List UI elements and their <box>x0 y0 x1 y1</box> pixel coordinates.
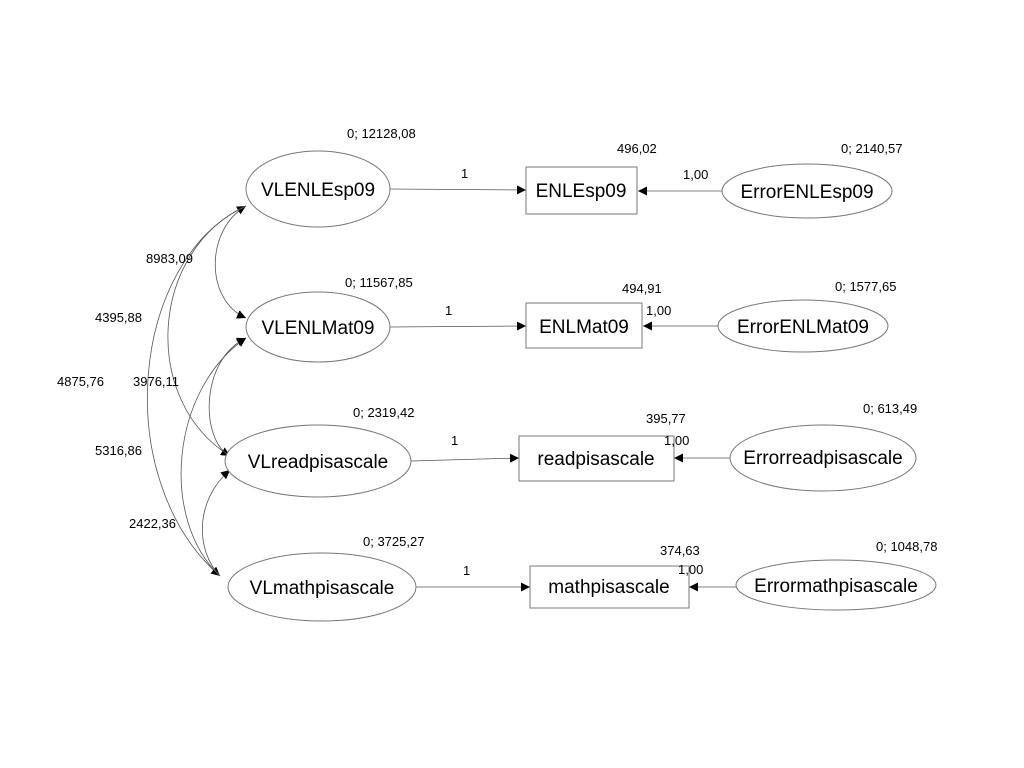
error-variable[interactable]: ErrorENLMat09 <box>717 299 889 353</box>
error-ellipse <box>729 424 917 492</box>
observed-variable[interactable]: ENLEsp09 <box>525 166 638 215</box>
error-name: Errorreadpisascale <box>743 448 902 469</box>
error-ellipse <box>735 559 937 611</box>
loading-paths <box>389 185 530 592</box>
error-weight-label: 1,00 <box>646 303 671 318</box>
covariance-label: 3976,11 <box>133 374 179 389</box>
cov-path-mat-read <box>208 337 247 457</box>
latent-variable[interactable]: VLENLMat09 <box>245 291 391 363</box>
error-variable[interactable]: Errorreadpisascale <box>729 424 917 492</box>
error-ellipse <box>721 163 893 219</box>
observed-name: mathpisascale <box>548 577 669 598</box>
latent-name: VLENLMat09 <box>261 318 374 339</box>
latent-name: VLreadpisascale <box>248 452 388 473</box>
loading-arrow <box>389 185 527 195</box>
error-name: ErrorENLEsp09 <box>740 182 873 203</box>
cov-path-esp-mat <box>215 205 247 319</box>
latent-variance: 0; 11567,85 <box>345 275 413 290</box>
cov-path-esp-math <box>147 205 247 577</box>
covariance-paths <box>147 205 247 577</box>
error-variance: 0; 2140,57 <box>841 141 902 156</box>
observed-name: ENLEsp09 <box>536 181 627 202</box>
error-ellipse <box>717 299 889 353</box>
error-variable[interactable]: ErrorENLEsp09 <box>721 163 893 219</box>
latent-variance: 0; 12128,08 <box>347 126 416 141</box>
error-variance: 0; 1048,78 <box>876 539 937 554</box>
observed-box <box>525 166 638 215</box>
latent-variance: 0; 2319,42 <box>353 405 414 420</box>
loading-label: 1 <box>463 563 470 578</box>
latent-variable[interactable]: VLmathpisascale <box>227 552 417 622</box>
cov-path-mat-math <box>180 337 247 577</box>
observed-box <box>518 435 675 482</box>
observed-name: ENLMat09 <box>539 317 629 338</box>
error-variable[interactable]: Errormathpisascale <box>735 559 937 611</box>
loading-label: 1 <box>445 303 452 318</box>
observed-intercept: 496,02 <box>617 141 657 156</box>
covariance-label: 4875,76 <box>57 374 104 389</box>
observed-box <box>529 565 690 609</box>
observed-variable[interactable]: readpisascale <box>518 435 675 482</box>
observed-box <box>525 302 643 349</box>
loading-label: 1 <box>451 433 458 448</box>
error-weight-label: 1,00 <box>683 167 708 182</box>
latent-ellipse <box>245 291 391 363</box>
loading-arrow <box>410 453 520 463</box>
observed-intercept: 395,77 <box>646 411 686 426</box>
error-weight-label: 1,00 <box>664 433 689 448</box>
observed-variable[interactable]: ENLMat09 <box>525 302 643 349</box>
observed-intercept: 494,91 <box>622 281 662 296</box>
covariance-label: 8983,09 <box>146 251 193 266</box>
covariance-label: 4395,88 <box>95 310 142 325</box>
latent-ellipse <box>245 150 391 228</box>
error-variance: 0; 613,49 <box>863 401 917 416</box>
latent-variable[interactable]: VLreadpisascale <box>224 424 412 498</box>
error-name: ErrorENLMat09 <box>737 317 869 338</box>
latent-variable[interactable]: VLENLEsp09 <box>245 150 391 228</box>
latent-variance: 0; 3725,27 <box>363 534 424 549</box>
error-name: Errormathpisascale <box>754 576 918 597</box>
observed-name: readpisascale <box>537 449 654 470</box>
latent-ellipse <box>227 552 417 622</box>
loading-label: 1 <box>461 166 468 181</box>
latent-name: VLENLEsp09 <box>261 180 375 201</box>
latent-name: VLmathpisascale <box>250 578 395 599</box>
observed-variable[interactable]: mathpisascale <box>529 565 690 609</box>
covariance-label: 5316,86 <box>95 443 142 458</box>
observed-intercept: 374,63 <box>660 543 700 558</box>
error-variance: 0; 1577,65 <box>835 279 896 294</box>
loading-arrow <box>389 321 527 331</box>
error-paths <box>638 186 736 592</box>
cov-path-esp-read <box>167 205 247 457</box>
covariance-label: 2422,36 <box>129 516 176 531</box>
cov-path-read-math <box>202 469 231 577</box>
error-weight-label: 1,00 <box>678 562 703 577</box>
latent-ellipse <box>224 424 412 498</box>
